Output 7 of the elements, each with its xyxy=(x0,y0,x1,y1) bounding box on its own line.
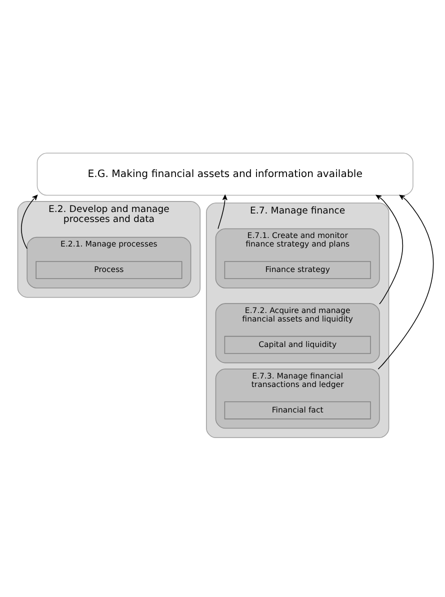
arrow xyxy=(378,194,434,370)
node-box: Capital and liquidity xyxy=(224,336,371,354)
arrow xyxy=(376,194,404,304)
node-box: E.G. Making financial assets and information available xyxy=(36,152,414,196)
node-box: Financial fact xyxy=(224,401,371,420)
node-box: Finance strategy xyxy=(224,261,371,279)
node-box: Process xyxy=(36,261,182,279)
